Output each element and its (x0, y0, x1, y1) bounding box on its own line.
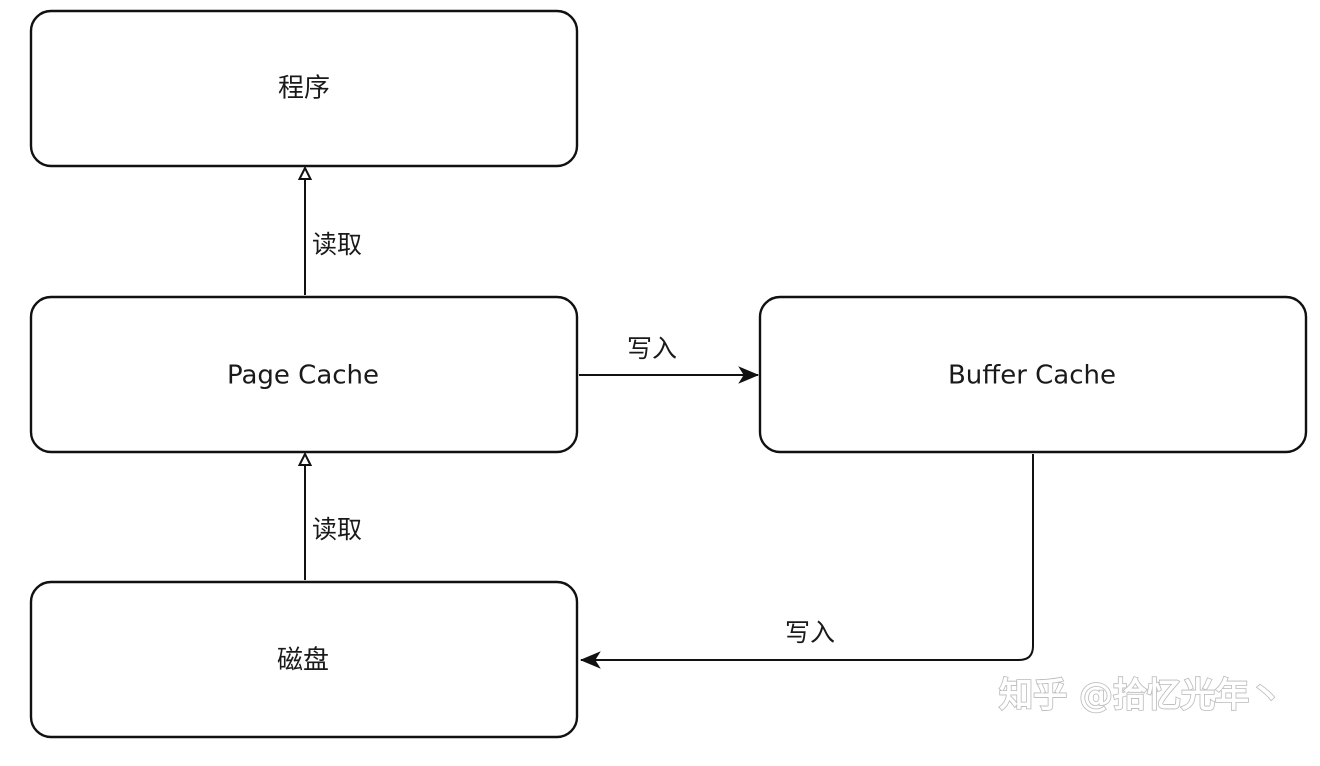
node-page-cache: Page Cache (29, 295, 579, 454)
edge-disk-to-page-cache: 读取 (305, 454, 362, 580)
edge-disk-to-page-cache-label: 读取 (312, 515, 362, 544)
node-buffer-cache: Buffer Cache (758, 295, 1308, 454)
watermark: 知乎 @拾忆光年丶 (999, 676, 1283, 716)
node-page-cache-label: Page Cache (227, 361, 379, 391)
node-program-label: 程序 (278, 74, 330, 104)
edge-page-cache-to-program: 读取 (305, 168, 362, 295)
node-disk-box (29, 580, 579, 739)
edge-page-cache-to-buffer-cache-label: 写入 (627, 334, 677, 363)
node-program: 程序 (29, 9, 579, 168)
edge-page-cache-to-buffer-cache: 写入 (579, 334, 760, 384)
node-disk-label: 磁盘 (277, 646, 329, 676)
node-buffer-cache-label: Buffer Cache (948, 361, 1116, 391)
edge-buffer-cache-to-disk-label: 写入 (785, 618, 835, 647)
edge-buffer-cache-to-disk-line (579, 454, 1034, 669)
edge-buffer-cache-to-disk: 写入 (579, 454, 1034, 669)
edge-page-cache-to-program-label: 读取 (312, 230, 362, 259)
node-disk: 磁盘 (29, 580, 579, 739)
node-buffer-cache-box (758, 295, 1308, 454)
